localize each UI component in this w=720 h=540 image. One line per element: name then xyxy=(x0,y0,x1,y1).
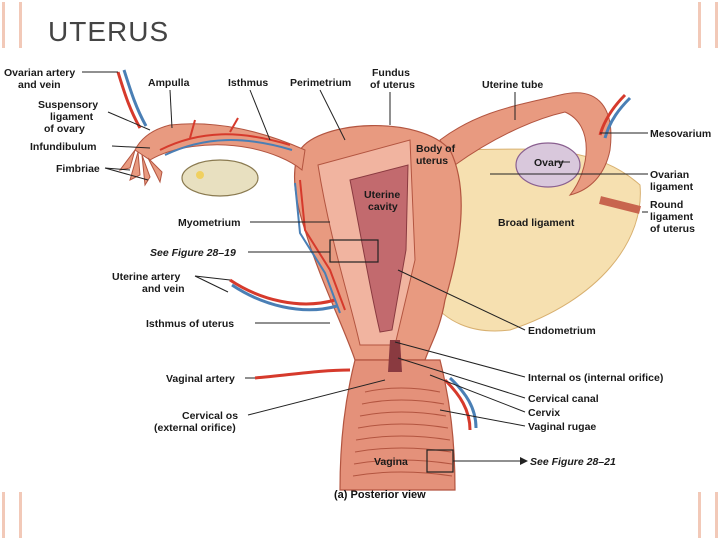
see-figure-28-19-box xyxy=(329,239,379,263)
round-ligament xyxy=(599,196,641,214)
fimbriae xyxy=(118,149,163,187)
vaginal-vessels xyxy=(254,368,478,431)
corner-decoration-bottom-right xyxy=(698,492,718,538)
cervical-canal-shape xyxy=(388,340,402,372)
label-myometrium: Myometrium xyxy=(178,217,240,229)
ovarian-vessels xyxy=(116,69,632,139)
label-broad-ligament: Broad ligament xyxy=(498,217,575,229)
tubal-branches xyxy=(159,117,293,156)
corner-decoration-bottom-left xyxy=(2,492,22,538)
label-mesovarium: Mesovarium xyxy=(650,128,711,140)
label-isthmus-of-uterus: Isthmus of uterus xyxy=(146,318,234,330)
label-cervix: Cervix xyxy=(528,407,560,419)
label-internal-os: Internal os (internal orifice) xyxy=(528,372,663,384)
uterine-vessels xyxy=(229,179,346,314)
uterine-tube-right xyxy=(439,92,612,196)
slide-title: UTERUS xyxy=(48,16,170,47)
label-perimetrium: Perimetrium xyxy=(290,77,351,89)
uterine-cavity-shape xyxy=(349,164,409,333)
label-vaginal-rugae: Vaginal rugae xyxy=(528,421,596,433)
leader-lines xyxy=(82,71,648,465)
corner-decoration-top-right xyxy=(698,2,718,48)
label-see-figure-28-19: See Figure 28–19 xyxy=(150,247,236,259)
label-fimbriae: Fimbriae xyxy=(56,163,100,175)
ovary-left xyxy=(181,159,259,197)
corner-decoration-top-left xyxy=(2,2,22,48)
figure-caption: (a) Posterior view xyxy=(334,489,426,501)
label-cervical-os: Cervical os(external orifice) xyxy=(154,410,238,434)
label-vaginal-artery: Vaginal artery xyxy=(166,373,235,385)
label-ampulla: Ampulla xyxy=(148,77,190,89)
label-ovary: Ovary xyxy=(534,157,564,169)
label-see-figure-28-21: See Figure 28–21 xyxy=(530,456,616,468)
ovary-right xyxy=(515,142,581,188)
label-cervical-canal: Cervical canal xyxy=(528,393,599,405)
vagina-shape xyxy=(339,359,456,491)
label-endometrium: Endometrium xyxy=(528,325,596,337)
label-vagina: Vagina xyxy=(374,456,408,468)
label-infundibulum: Infundibulum xyxy=(30,141,96,153)
label-uterine-tube: Uterine tube xyxy=(482,79,543,91)
label-isthmus: Isthmus xyxy=(228,77,268,89)
